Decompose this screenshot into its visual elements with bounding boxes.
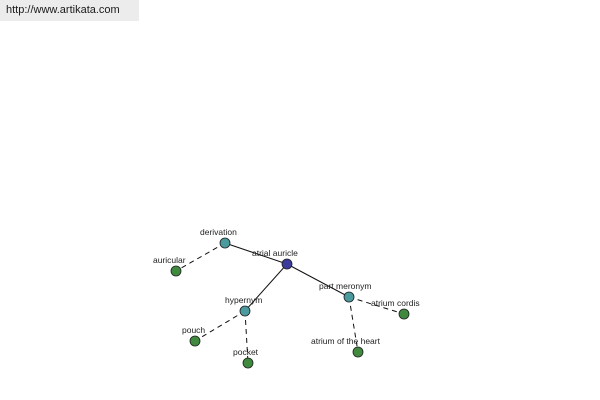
label-part-meronym: part meronym [319, 281, 371, 291]
node-hypernym[interactable] [239, 305, 251, 317]
node-pouch[interactable] [189, 335, 201, 347]
url-banner: http://www.artikata.com [0, 0, 139, 21]
edge-part-meronym-atrium-of-the-heart [348, 296, 359, 353]
edge-root-hypernym [244, 263, 288, 312]
label-atrial-auricle: atrial auricle [252, 248, 298, 258]
edge-root-part-meronym [286, 263, 350, 298]
label-pouch: pouch [182, 325, 205, 335]
node-part-meronym[interactable] [343, 291, 355, 303]
node-auricular[interactable] [170, 265, 182, 277]
label-atrium-cordis: atrium cordis [371, 298, 420, 308]
node-pocket[interactable] [242, 357, 254, 369]
node-atrial-auricle[interactable] [281, 258, 293, 270]
edge-derivation-auricular [175, 242, 226, 272]
site-url[interactable]: http://www.artikata.com [6, 4, 120, 16]
label-derivation: derivation [200, 227, 237, 237]
edge-root-derivation [224, 242, 288, 265]
node-atrium-cordis[interactable] [398, 308, 410, 320]
edge-hypernym-pouch [194, 310, 246, 342]
label-auricular: auricular [153, 255, 186, 265]
label-hypernym: hypernym [225, 295, 262, 305]
node-atrium-of-the-heart[interactable] [352, 346, 364, 358]
label-pocket: pocket [233, 347, 259, 357]
node-derivation[interactable] [219, 237, 231, 249]
edge-part-meronym-atrium-cordis [348, 296, 405, 315]
label-atrium-of-the-heart: atrium of the heart [311, 336, 381, 346]
